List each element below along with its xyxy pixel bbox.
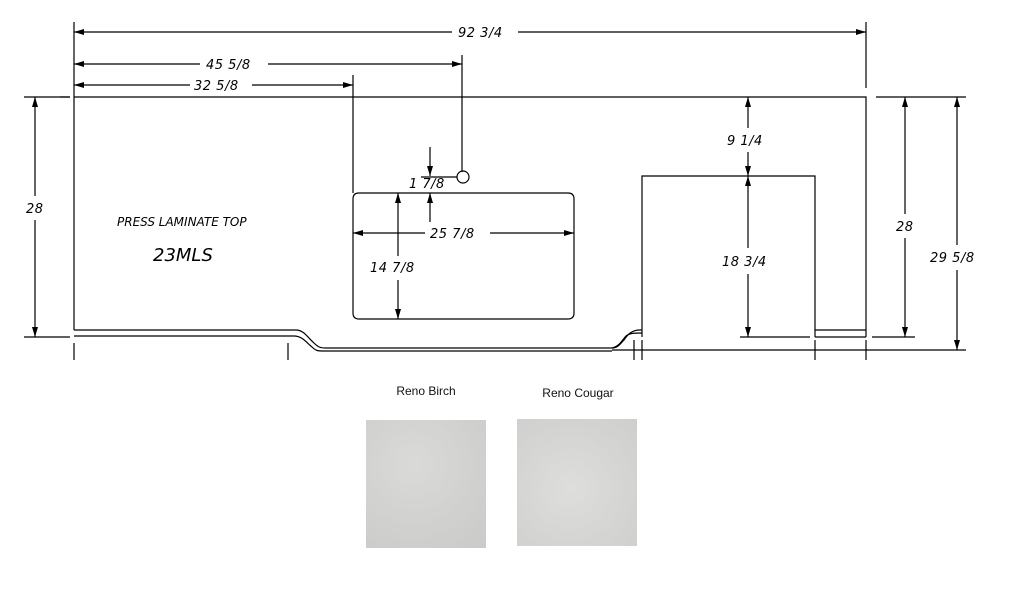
dim-cutout-depth: 18 3/4	[722, 255, 767, 270]
front-edge-lower-right	[611, 332, 643, 349]
dim-depth-right: 28	[896, 220, 914, 235]
dim-faucet-offset: 45 5/8	[206, 58, 251, 73]
faucet-hole	[456, 170, 470, 184]
dim-depth-left: 28	[26, 202, 44, 217]
material-label: PRESS LAMINATE TOP	[117, 215, 247, 229]
swatch-reno-birch	[366, 420, 486, 548]
cutout-outline	[641, 175, 816, 337]
countertop-outline	[74, 96, 867, 337]
swatch-label-reno-cougar: Reno Cougar	[542, 386, 614, 400]
dim-sink-width: 25 7/8	[430, 227, 475, 242]
front-edge-upper	[74, 329, 642, 349]
dim-sink-offset: 32 5/8	[194, 79, 239, 94]
dim-faucet-to-sink: 1 7/8	[409, 177, 445, 192]
swatch-reno-cougar	[517, 419, 637, 546]
dim-overall-depth: 29 5/8	[930, 251, 975, 266]
swatch-label-reno-birch: Reno Birch	[396, 384, 456, 398]
front-edge-lower	[74, 335, 612, 352]
model-label: 23MLS	[153, 245, 213, 266]
dim-cutout-setback: 9 1/4	[727, 134, 763, 149]
dim-overall-length: 92 3/4	[458, 26, 503, 41]
dim-sink-depth: 14 7/8	[370, 261, 415, 276]
sink-cutout	[352, 192, 575, 320]
